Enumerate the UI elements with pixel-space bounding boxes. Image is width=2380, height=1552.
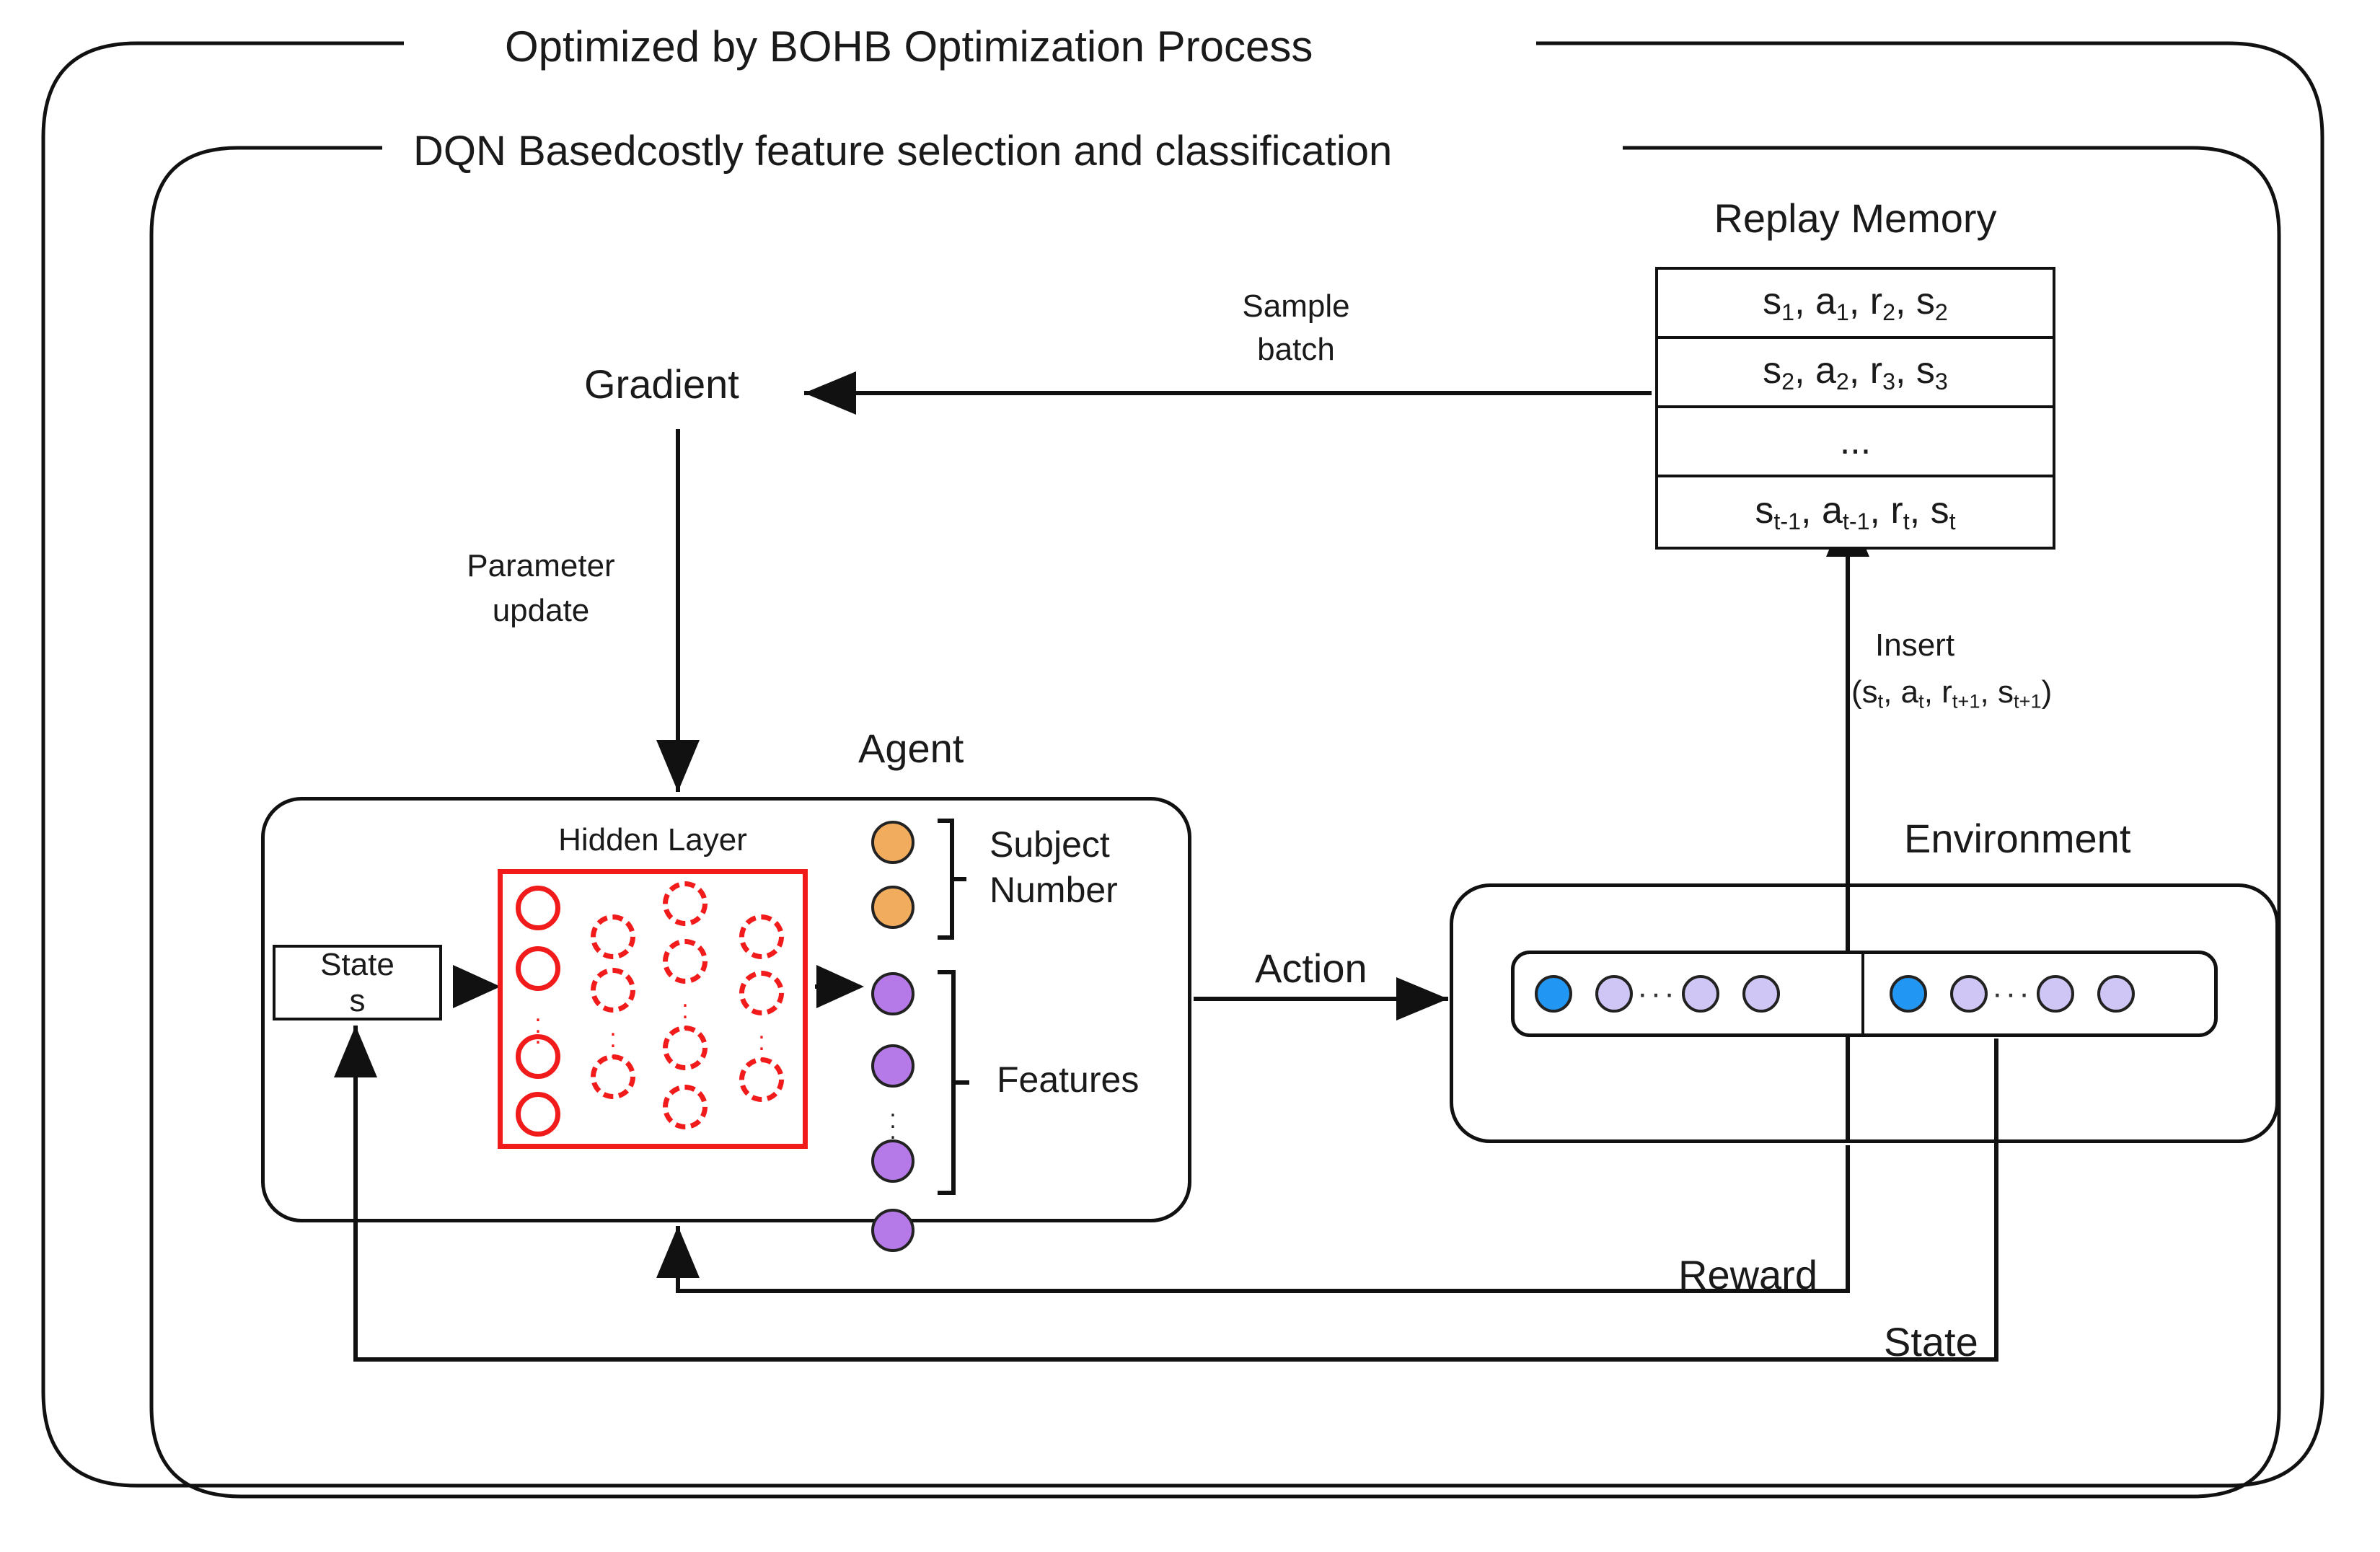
replay-memory-heading: Replay Memory [1714,195,1997,241]
state-flow-label: State [1884,1319,1978,1364]
environment-container [1450,883,2279,1143]
hidden-node-dashed [739,971,784,1015]
agent-output-nodes: ... [871,815,922,1252]
hidden-node-dashed [591,1054,635,1099]
state-input-box: State s [273,945,442,1020]
hidden-node [516,1092,560,1137]
insert-label: Insert [1875,627,1955,663]
hidden-node-dashed [591,914,635,959]
replay-memory-row: st-1, at-1, rt, st [1755,489,1956,534]
env-node-selected [1535,975,1572,1013]
state-box-label-line2: s [349,982,366,1018]
env-node-ellipsis: ··· [1992,976,2032,1012]
replay-memory-table: s1, a1, r2, s2 s2, a2, r3, s3 ... st-1, … [1655,267,2055,550]
hidden-node-dashed [739,1057,784,1102]
hidden-layer-column: ... [591,874,650,1144]
output-node-feature [871,1139,914,1183]
inner-frame-title: DQN Basedcostly feature selection and cl… [413,128,1393,175]
hidden-layer-column: ... [516,874,575,1144]
hidden-node-dashed [663,1085,708,1129]
hidden-node-ellipsis: ... [682,985,689,1036]
parameter-update-label-line1: Parameter [467,548,615,583]
hidden-layer-network: ... ... ... ... [498,869,808,1149]
agent-title: Agent [858,726,964,771]
env-node [2036,975,2074,1013]
outer-frame-bohb [41,41,2324,1488]
replay-memory-row: s2, a2, r3, s3 [1658,339,2053,408]
output-node-feature [871,1044,914,1088]
replay-memory-row-ellipsis: ... [1658,408,2053,477]
output-node-subject [871,821,914,864]
hidden-node [516,886,560,930]
hidden-node-dashed [663,939,708,984]
replay-memory-row: s1, a1, r2, s2 [1658,270,2053,339]
environment-feature-bank: ··· ··· [1511,951,2218,1037]
state-box-label-line1: State [320,947,395,983]
parameter-update-label-line2: update [492,593,590,628]
output-node-feature [871,972,914,1015]
output-node-ellipsis: ... [889,1095,896,1145]
env-node [2097,975,2135,1013]
hidden-layer-label: Hidden Layer [558,822,747,857]
env-node-ellipsis: ··· [1637,976,1678,1012]
insert-tuple-label: (st, at, rt+1, st+1) [1851,674,2053,713]
action-label: Action [1255,945,1367,991]
hidden-node-dashed [591,968,635,1013]
environment-title: Environment [1904,816,2131,861]
hidden-node-dashed [663,881,708,926]
features-label: Features [997,1059,1140,1100]
subject-number-label-line2: Number [990,870,1118,910]
environment-group-right: ··· [1890,954,2135,1033]
environment-group-left: ··· [1535,954,1780,1033]
reward-label: Reward [1678,1252,1817,1297]
output-node-feature [871,1209,914,1252]
hidden-node [516,1034,560,1079]
sample-batch-label-line1: Sample [1242,288,1350,324]
hidden-layer-column: ... [739,874,798,1144]
env-node-selected [1890,975,1927,1013]
env-node [1681,975,1719,1013]
hidden-node-dashed [663,1026,708,1070]
outer-frame-title: Optimized by BOHB Optimization Process [505,22,1313,71]
env-node [1950,975,1988,1013]
env-node [1742,975,1780,1013]
output-node-subject [871,886,914,929]
env-node [1595,975,1633,1013]
hidden-layer-column: ... [663,874,722,1144]
hidden-node-dashed [739,914,784,959]
subject-number-label-line1: Subject [990,824,1110,865]
agent-container [261,797,1191,1222]
environment-group-divider [1861,951,1864,1037]
hidden-node-ellipsis: ... [609,1014,617,1064]
hidden-node [516,946,560,991]
hidden-node-ellipsis: ... [758,1017,765,1067]
gradient-label: Gradient [584,361,739,407]
sample-batch-label-line2: batch [1257,332,1335,367]
